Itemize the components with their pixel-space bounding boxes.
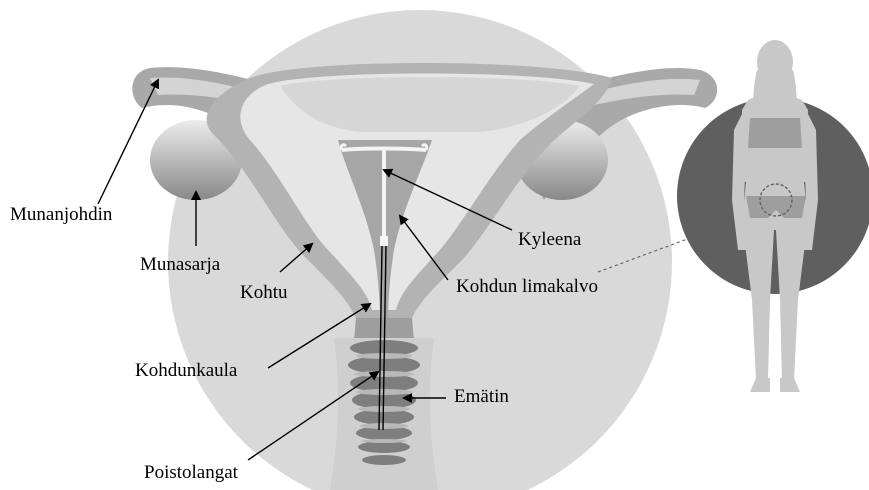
label-endometrium: Kohdun limakalvo — [456, 277, 598, 296]
label-removal-threads: Poistolangat — [144, 463, 238, 482]
label-cervix: Kohdunkaula — [135, 361, 237, 380]
arrow-fallopian-tube — [98, 80, 158, 204]
label-ovary: Munasarja — [140, 255, 220, 274]
label-iud: Kyleena — [518, 230, 581, 249]
label-fallopian-tube: Munanjohdin — [10, 205, 112, 224]
label-vagina: Emätin — [454, 387, 509, 406]
label-uterus: Kohtu — [240, 283, 288, 302]
